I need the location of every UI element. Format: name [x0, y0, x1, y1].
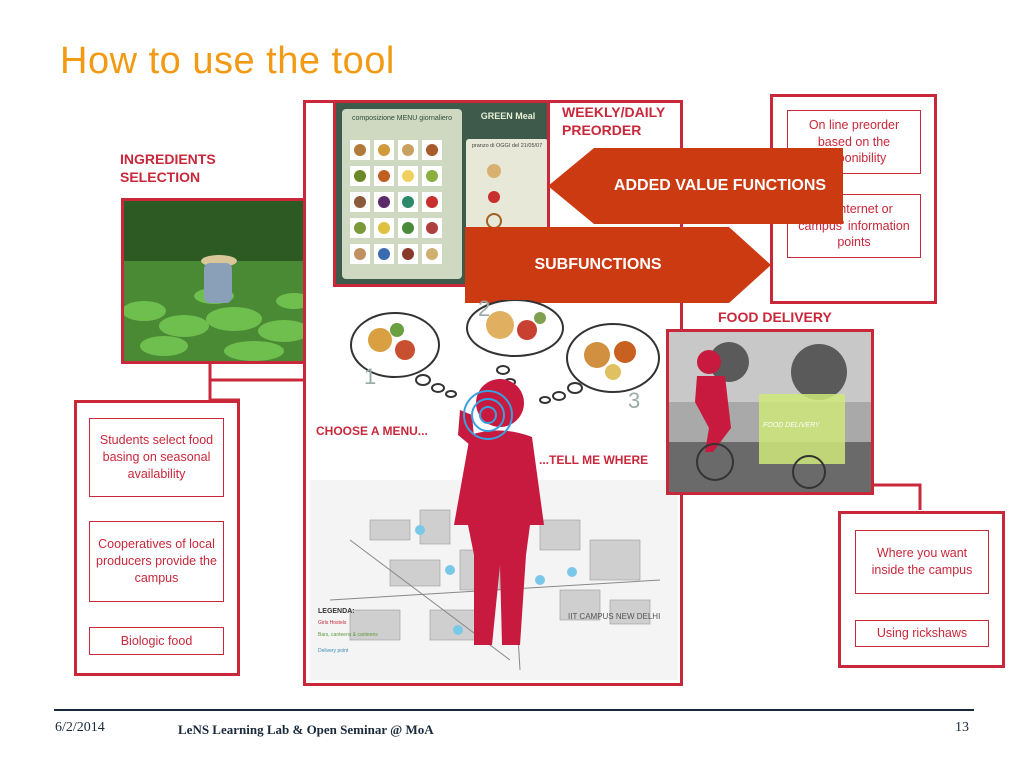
subfunctions-label: SUBFUNCTIONS [534, 256, 662, 273]
footer-title: LeNS Learning Lab & Open Seminar @ MoA [178, 722, 434, 737]
map-legend-item-2: Bars, canteens & canteens [318, 632, 378, 638]
greenmeal-brand: GREEN Meal [480, 111, 536, 121]
bubble-number-3: 3 [628, 388, 641, 413]
footer-page-number: 13 [955, 720, 969, 735]
menu-app-header: composizione MENU giornaliero [352, 115, 452, 122]
tell-me-where-text: ...TELL ME WHERE [539, 453, 649, 467]
field-farmer-image [124, 201, 316, 361]
footer-date: 6/2/2014 [55, 720, 105, 735]
map-legend-item-1: Girls Hostels [318, 620, 347, 626]
preorder-label: WEEKLY/DAILY PREORDER [562, 104, 665, 138]
ingredients-details-panel [74, 400, 240, 676]
map-campus-label: IIT CAMPUS NEW DELHI [568, 612, 661, 621]
added-value-label: ADDED VALUE FUNCTIONS [613, 176, 827, 194]
ingredients-photo [121, 198, 319, 364]
bubble-number-1: 1 [364, 364, 377, 389]
left-box-biologic: Biologic food [89, 627, 224, 655]
map-legend-title: LEGENDA: [318, 608, 355, 615]
food-delivery-label: FOOD DELIVERY [718, 309, 832, 325]
added-value-arrow [548, 148, 843, 224]
food-icons-grid [350, 140, 442, 264]
footer-rule [54, 709, 974, 711]
rickshaw-image [669, 332, 871, 492]
food-thought-bubbles [350, 300, 660, 404]
menu-grid-panel: composizione MENU giornaliero [342, 109, 462, 279]
right-box-where: Where you want inside the campus [855, 530, 989, 594]
person-silhouette [454, 379, 544, 645]
menu-date: pranzo di OGGI del 21/05/07 [471, 143, 543, 149]
right-box-rickshaws: Using rickshaws [855, 620, 989, 647]
bubble-number-2: 2 [478, 296, 491, 321]
delivery-details-panel [838, 511, 1005, 668]
left-box-cooperatives: Cooperatives of local producers provide … [89, 521, 224, 602]
subfunctions-arrow [465, 227, 771, 303]
slide-title: How to use the tool [60, 40, 395, 82]
food-delivery-photo: FOOD DELIVERY [666, 329, 874, 495]
map-legend-item-3: Delivery point [318, 648, 349, 654]
left-box-seasonal: Students select food basing on seasonal … [89, 418, 224, 497]
delivery-cart-label: FOOD DELIVERY [763, 422, 820, 429]
ingredients-label: INGREDIENTS SELECTION [120, 151, 216, 185]
right-box-online-preorder: On line preorder based on the disponibil… [787, 110, 921, 174]
choose-menu-text: CHOOSE A MENU... [316, 424, 428, 438]
